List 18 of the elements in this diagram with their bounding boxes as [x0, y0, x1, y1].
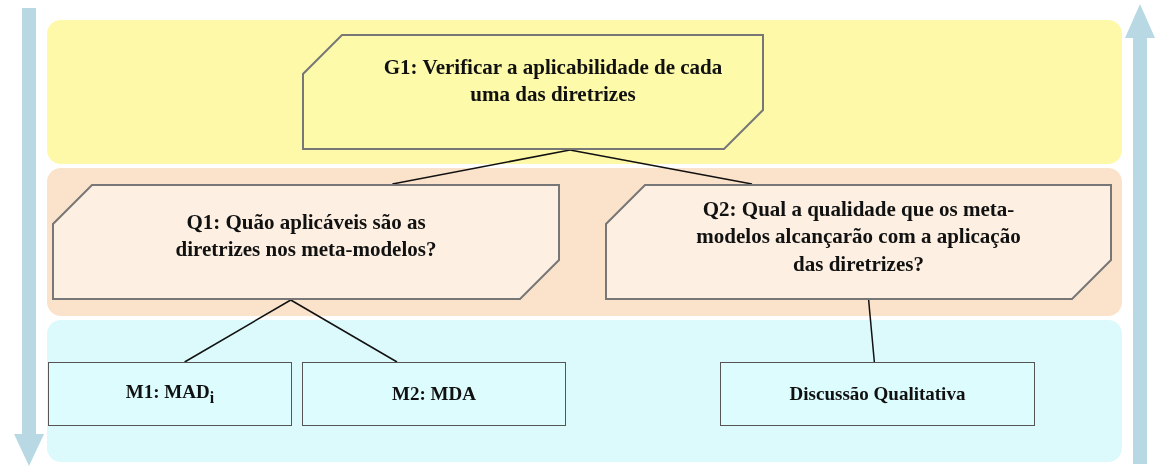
metric-box [48, 362, 292, 426]
metric-box [720, 362, 1035, 426]
metric-label: M2: MDA [392, 381, 476, 406]
metric-label: M1: MAD$_{i}$ [125, 379, 215, 408]
goal-box [302, 34, 764, 150]
question-box [52, 184, 560, 300]
band-background [47, 168, 1122, 316]
question-box [605, 184, 1112, 300]
metric-box [302, 362, 566, 426]
connector-line [290, 299, 398, 363]
connector-line [183, 299, 292, 363]
question-text: Q2: Qual a qualidade que os meta-modelos alcançarão com a aplicação das diretrizes? [695, 196, 1022, 278]
connector-line [867, 299, 876, 363]
band-background [47, 20, 1122, 164]
band-background [47, 320, 1122, 462]
question-text: Q1: Quão aplicáveis são as diretrizes nos meta-modelos? [174, 208, 438, 263]
metric-label: Discussão Qualitativa [789, 381, 966, 406]
goal-text: G1: Verificar a aplicabilidade de cada uma das diretrizes [382, 53, 724, 108]
